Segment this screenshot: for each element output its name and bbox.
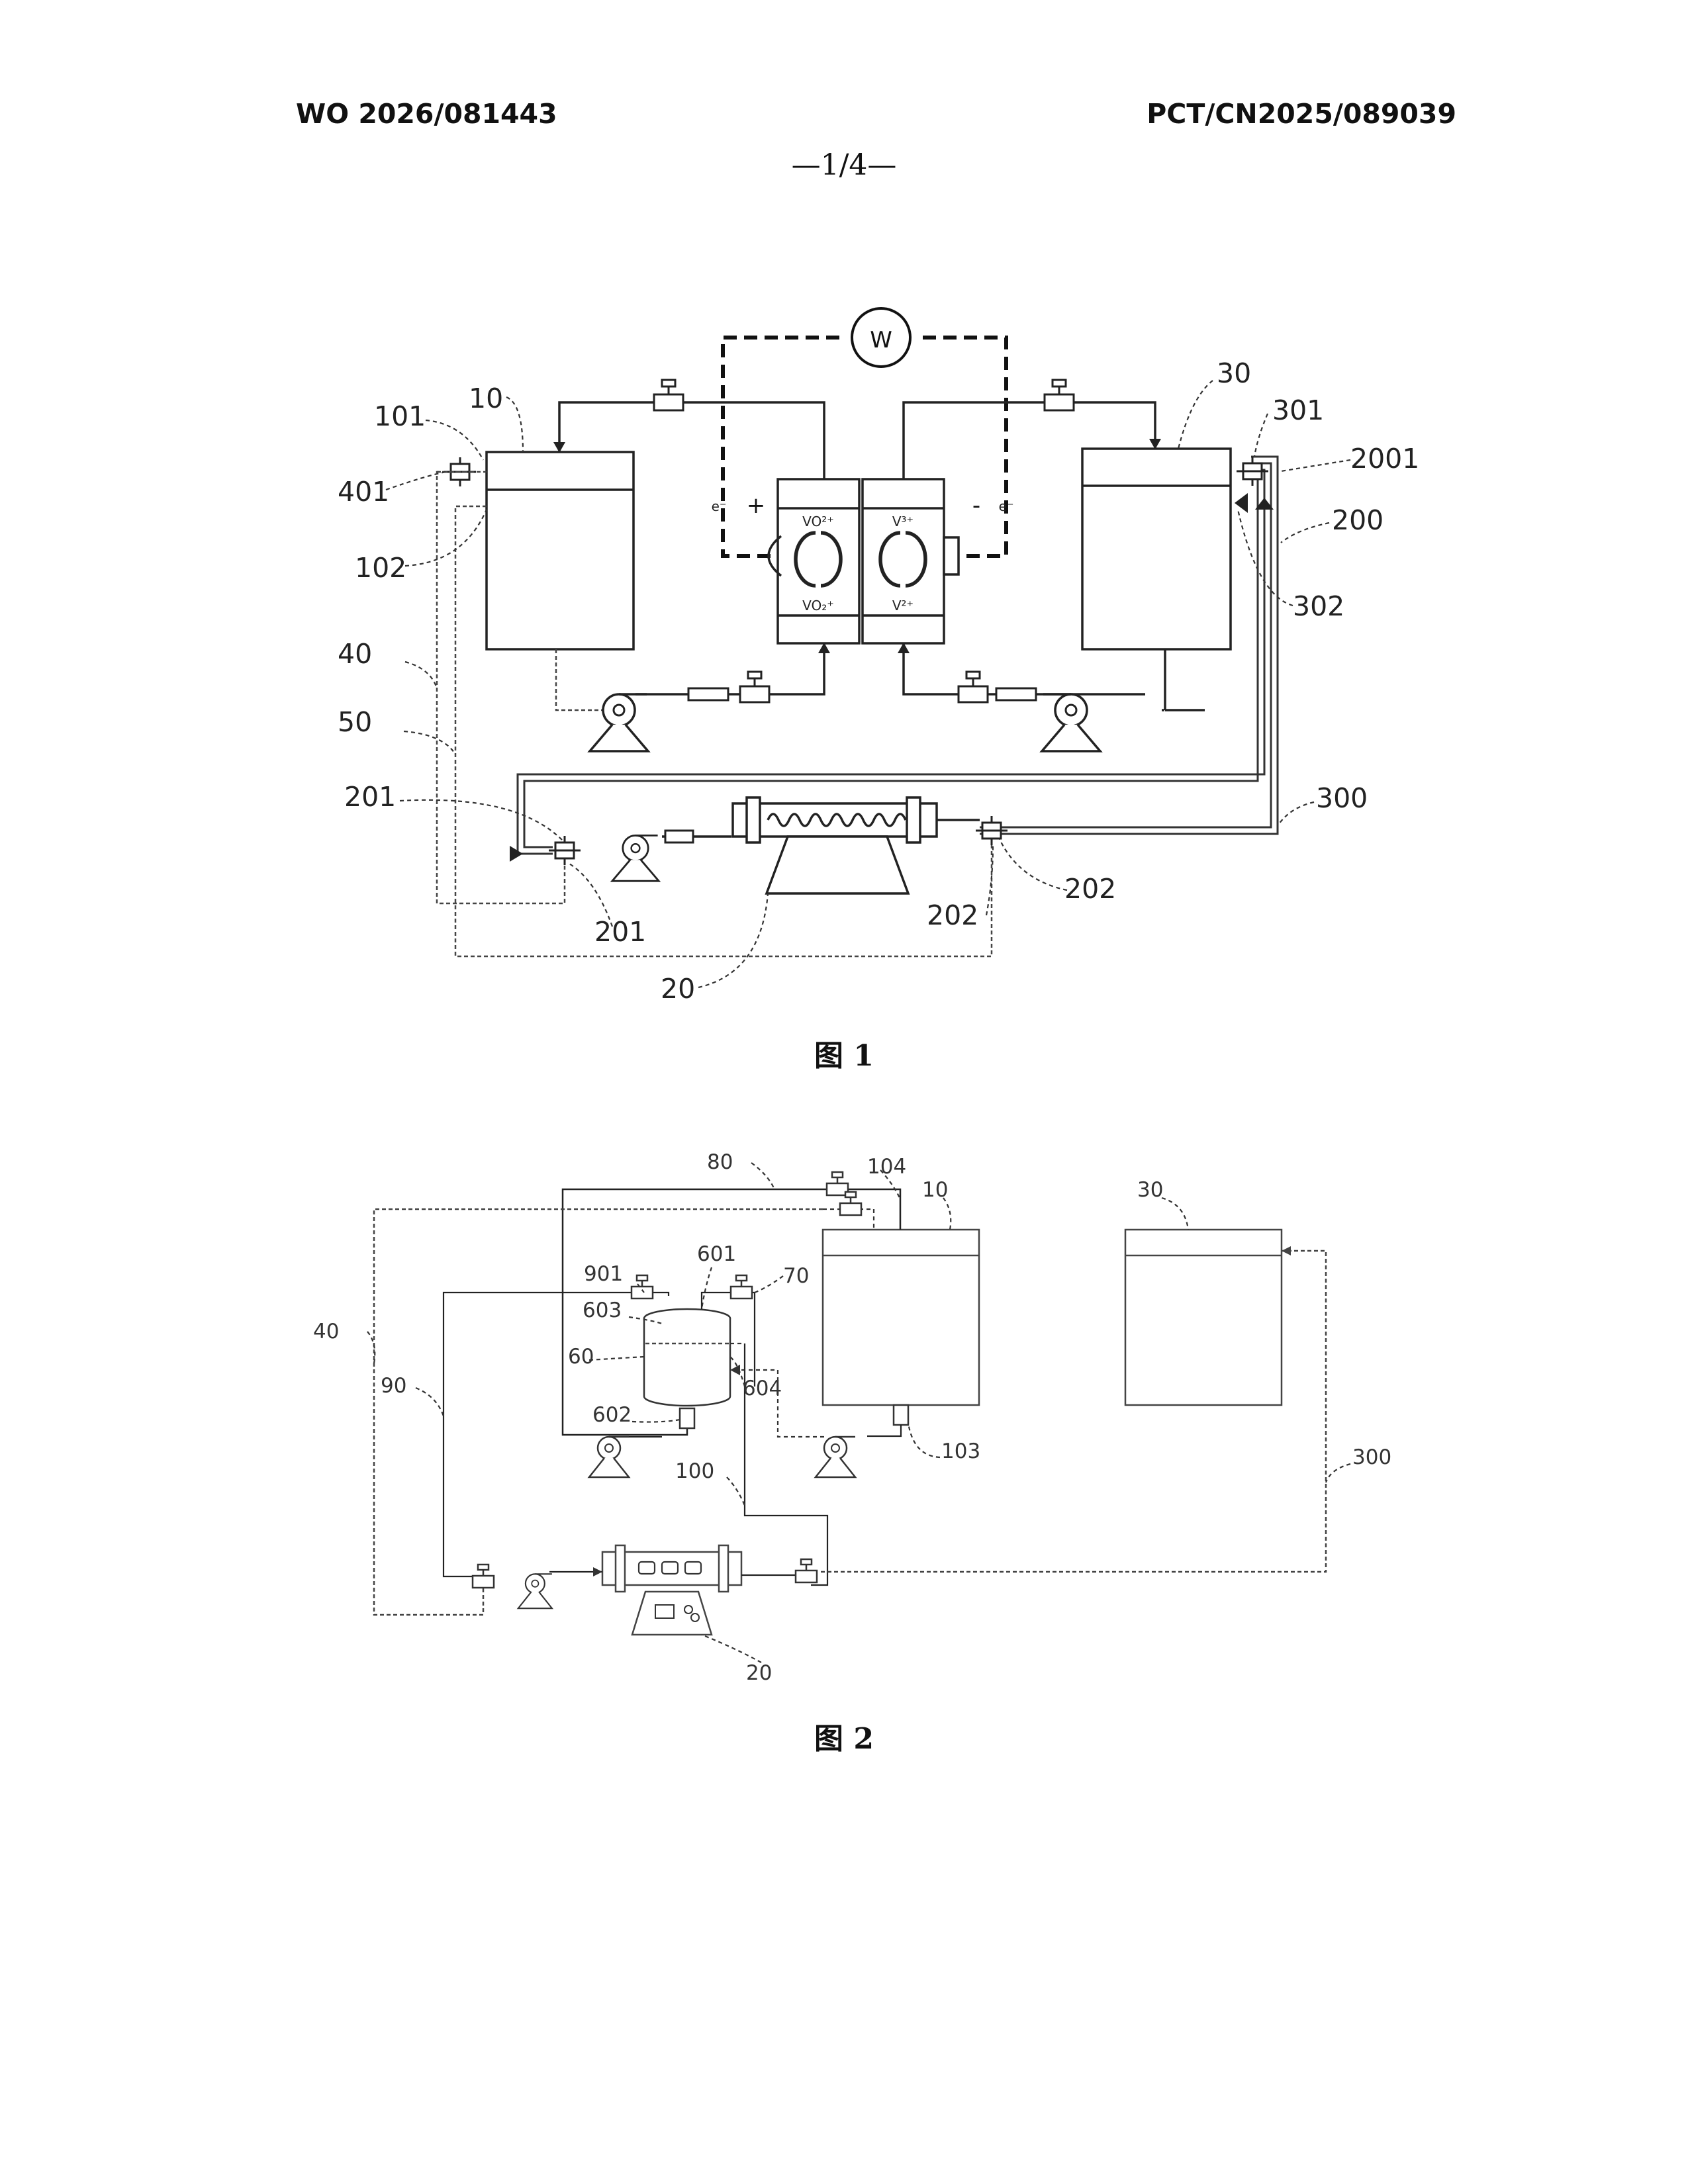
figure-1-caption: 图 1 [814, 1039, 874, 1073]
treatment-unit-stand [767, 837, 908, 893]
label-201-lower: 201 [594, 916, 646, 948]
label-301: 301 [1272, 394, 1324, 426]
negative-half-cell [863, 479, 944, 643]
cell-species-neg-top: V³⁺ [892, 514, 914, 529]
positive-half-cell [778, 479, 859, 643]
fig2-label-30: 30 [1137, 1178, 1163, 1202]
fig2-label-901: 901 [584, 1262, 623, 1286]
label-101: 101 [374, 400, 426, 432]
fig2-label-100: 100 [675, 1459, 714, 1483]
fig2-label-601: 601 [697, 1242, 736, 1266]
label-300: 300 [1316, 782, 1368, 814]
meter-label: W [870, 327, 892, 353]
label-200: 200 [1332, 504, 1383, 536]
fig2-label-90: 90 [381, 1374, 406, 1398]
fig2-label-60: 60 [568, 1345, 594, 1369]
fig2-label-80: 80 [707, 1150, 733, 1174]
fig2-label-602: 602 [592, 1403, 632, 1427]
fig2-label-40: 40 [313, 1320, 339, 1343]
label-202-right: 202 [1064, 873, 1116, 905]
negative-tank [1082, 449, 1231, 649]
label-102: 102 [355, 552, 406, 584]
vessel-60-body [644, 1318, 730, 1406]
cell-species-pos-bottom: VO₂⁺ [802, 598, 834, 614]
fig2-label-300: 300 [1352, 1445, 1391, 1469]
label-10: 10 [469, 383, 503, 414]
fig2-label-104: 104 [867, 1155, 906, 1179]
negative-electrode-tab [944, 537, 959, 574]
electron-symbol-left: e⁻ [712, 498, 727, 514]
positive-supply-line [635, 643, 824, 694]
label-201-upper: 201 [344, 781, 396, 813]
label-401: 401 [338, 476, 389, 508]
positive-terminal-symbol: + [747, 492, 766, 519]
label-202-lower: 202 [927, 899, 978, 931]
label-30: 30 [1217, 357, 1251, 389]
fig2-label-20: 20 [746, 1661, 772, 1685]
label-302: 302 [1293, 590, 1344, 622]
fig2-label-10: 10 [922, 1178, 948, 1202]
negative-terminal-symbol: - [972, 492, 980, 519]
label-50: 50 [338, 706, 372, 738]
fig2-label-603: 603 [583, 1298, 622, 1322]
figure-2-caption: 图 2 [814, 1722, 874, 1756]
cell-species-pos-top: VO²⁺ [802, 514, 834, 529]
label-20: 20 [661, 973, 695, 1005]
fig2-label-70: 70 [783, 1264, 809, 1288]
negative-supply-line [904, 643, 1205, 710]
cell-species-neg-bottom: V²⁺ [892, 598, 914, 614]
label-2001: 2001 [1350, 443, 1419, 475]
fig2-label-103: 103 [941, 1439, 980, 1463]
figure-1: W VO²⁺ VO₂⁺ V³⁺ V²⁺ + - e⁻ e⁻ [338, 308, 1419, 1073]
figure-2: 80 104 10 30 901 601 70 603 40 60 604 90… [313, 1150, 1391, 1756]
positive-tank [487, 452, 633, 649]
fig2-label-604: 604 [743, 1377, 782, 1400]
electron-symbol-right: e⁻ [999, 498, 1014, 514]
label-40: 40 [338, 638, 372, 670]
